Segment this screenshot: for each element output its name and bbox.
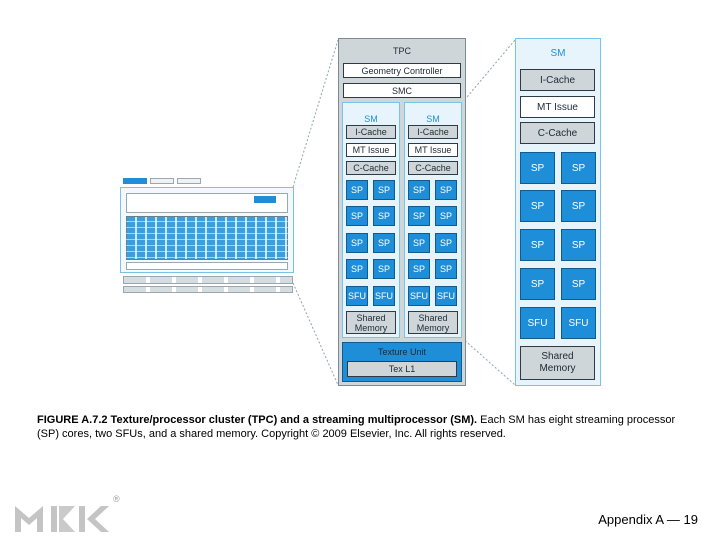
sm-detail-sp: SP [520,268,555,300]
sm-detail-sp: SP [561,190,596,222]
sm-left-sp: SP [373,206,395,226]
sm-left-sp: SP [346,180,368,200]
sm-detail-sp: SP [520,229,555,261]
sm-left-sp: SP [346,206,368,226]
sm-right-ccache: C-Cache [408,161,458,175]
sm-right-sp: SP [408,259,430,279]
sm-left-ccache: C-Cache [346,161,396,175]
sm-right-icache: I-Cache [408,125,458,139]
sm-right-sp: SP [435,233,457,253]
sm-detail-sp: SP [520,152,555,184]
sm-right-mt-issue: MT Issue [408,143,458,157]
sm-right-sp: SP [408,233,430,253]
sm-detail-sp: SP [561,152,596,184]
caption-rest: Each SM has eight streaming processor (S… [37,414,676,440]
sm-left-sp: SP [373,259,395,279]
sm-left-title: SM [364,114,378,124]
page-footer: Appendix A — 19 [598,512,698,527]
sm-left-sfu: SFU [373,286,395,306]
sm-detail-mt-issue: MT Issue [520,96,595,118]
sm-left-sp: SP [346,259,368,279]
sm-detail-sp: SP [520,190,555,222]
sm-right-sp: SP [435,259,457,279]
sm-right-sp: SP [435,180,457,200]
sm-left-sfu: SFU [346,286,368,306]
sm-left-sp: SP [373,233,395,253]
sm-right-sp: SP [435,206,457,226]
texture-unit-label: Texture Unit [377,347,427,357]
smc: SMC [343,83,461,98]
registered-mark: ® [113,494,120,504]
sm-detail-sfu: SFU [520,307,555,339]
gpu-thumbnail [120,178,298,294]
geometry-controller: Geometry Controller [343,63,461,78]
figure-caption: FIGURE A.7.2 Texture/processor cluster (… [37,413,697,441]
caption-bold: FIGURE A.7.2 Texture/processor cluster (… [37,414,478,426]
sm-left-icache: I-Cache [346,125,396,139]
mk-logo [15,506,109,532]
sm-left-mt-issue: MT Issue [346,143,396,157]
sm-detail-title: SM [550,48,566,59]
sm-detail-sp: SP [561,268,596,300]
sm-detail-ccache: C-Cache [520,122,595,144]
sm-detail-sp: SP [561,229,596,261]
sm-right-sfu: SFU [435,286,457,306]
sm-right-title: SM [426,114,440,124]
sm-right-sp: SP [408,180,430,200]
sm-detail-sfu: SFU [561,307,596,339]
sm-right-sp: SP [408,206,430,226]
sm-right-sfu: SFU [408,286,430,306]
sm-left-sp: SP [373,180,395,200]
sm-detail-icache: I-Cache [520,69,595,91]
sm-left-sp: SP [346,233,368,253]
tex-l1: Tex L1 [347,361,457,377]
tpc-title: TPC [393,46,411,56]
